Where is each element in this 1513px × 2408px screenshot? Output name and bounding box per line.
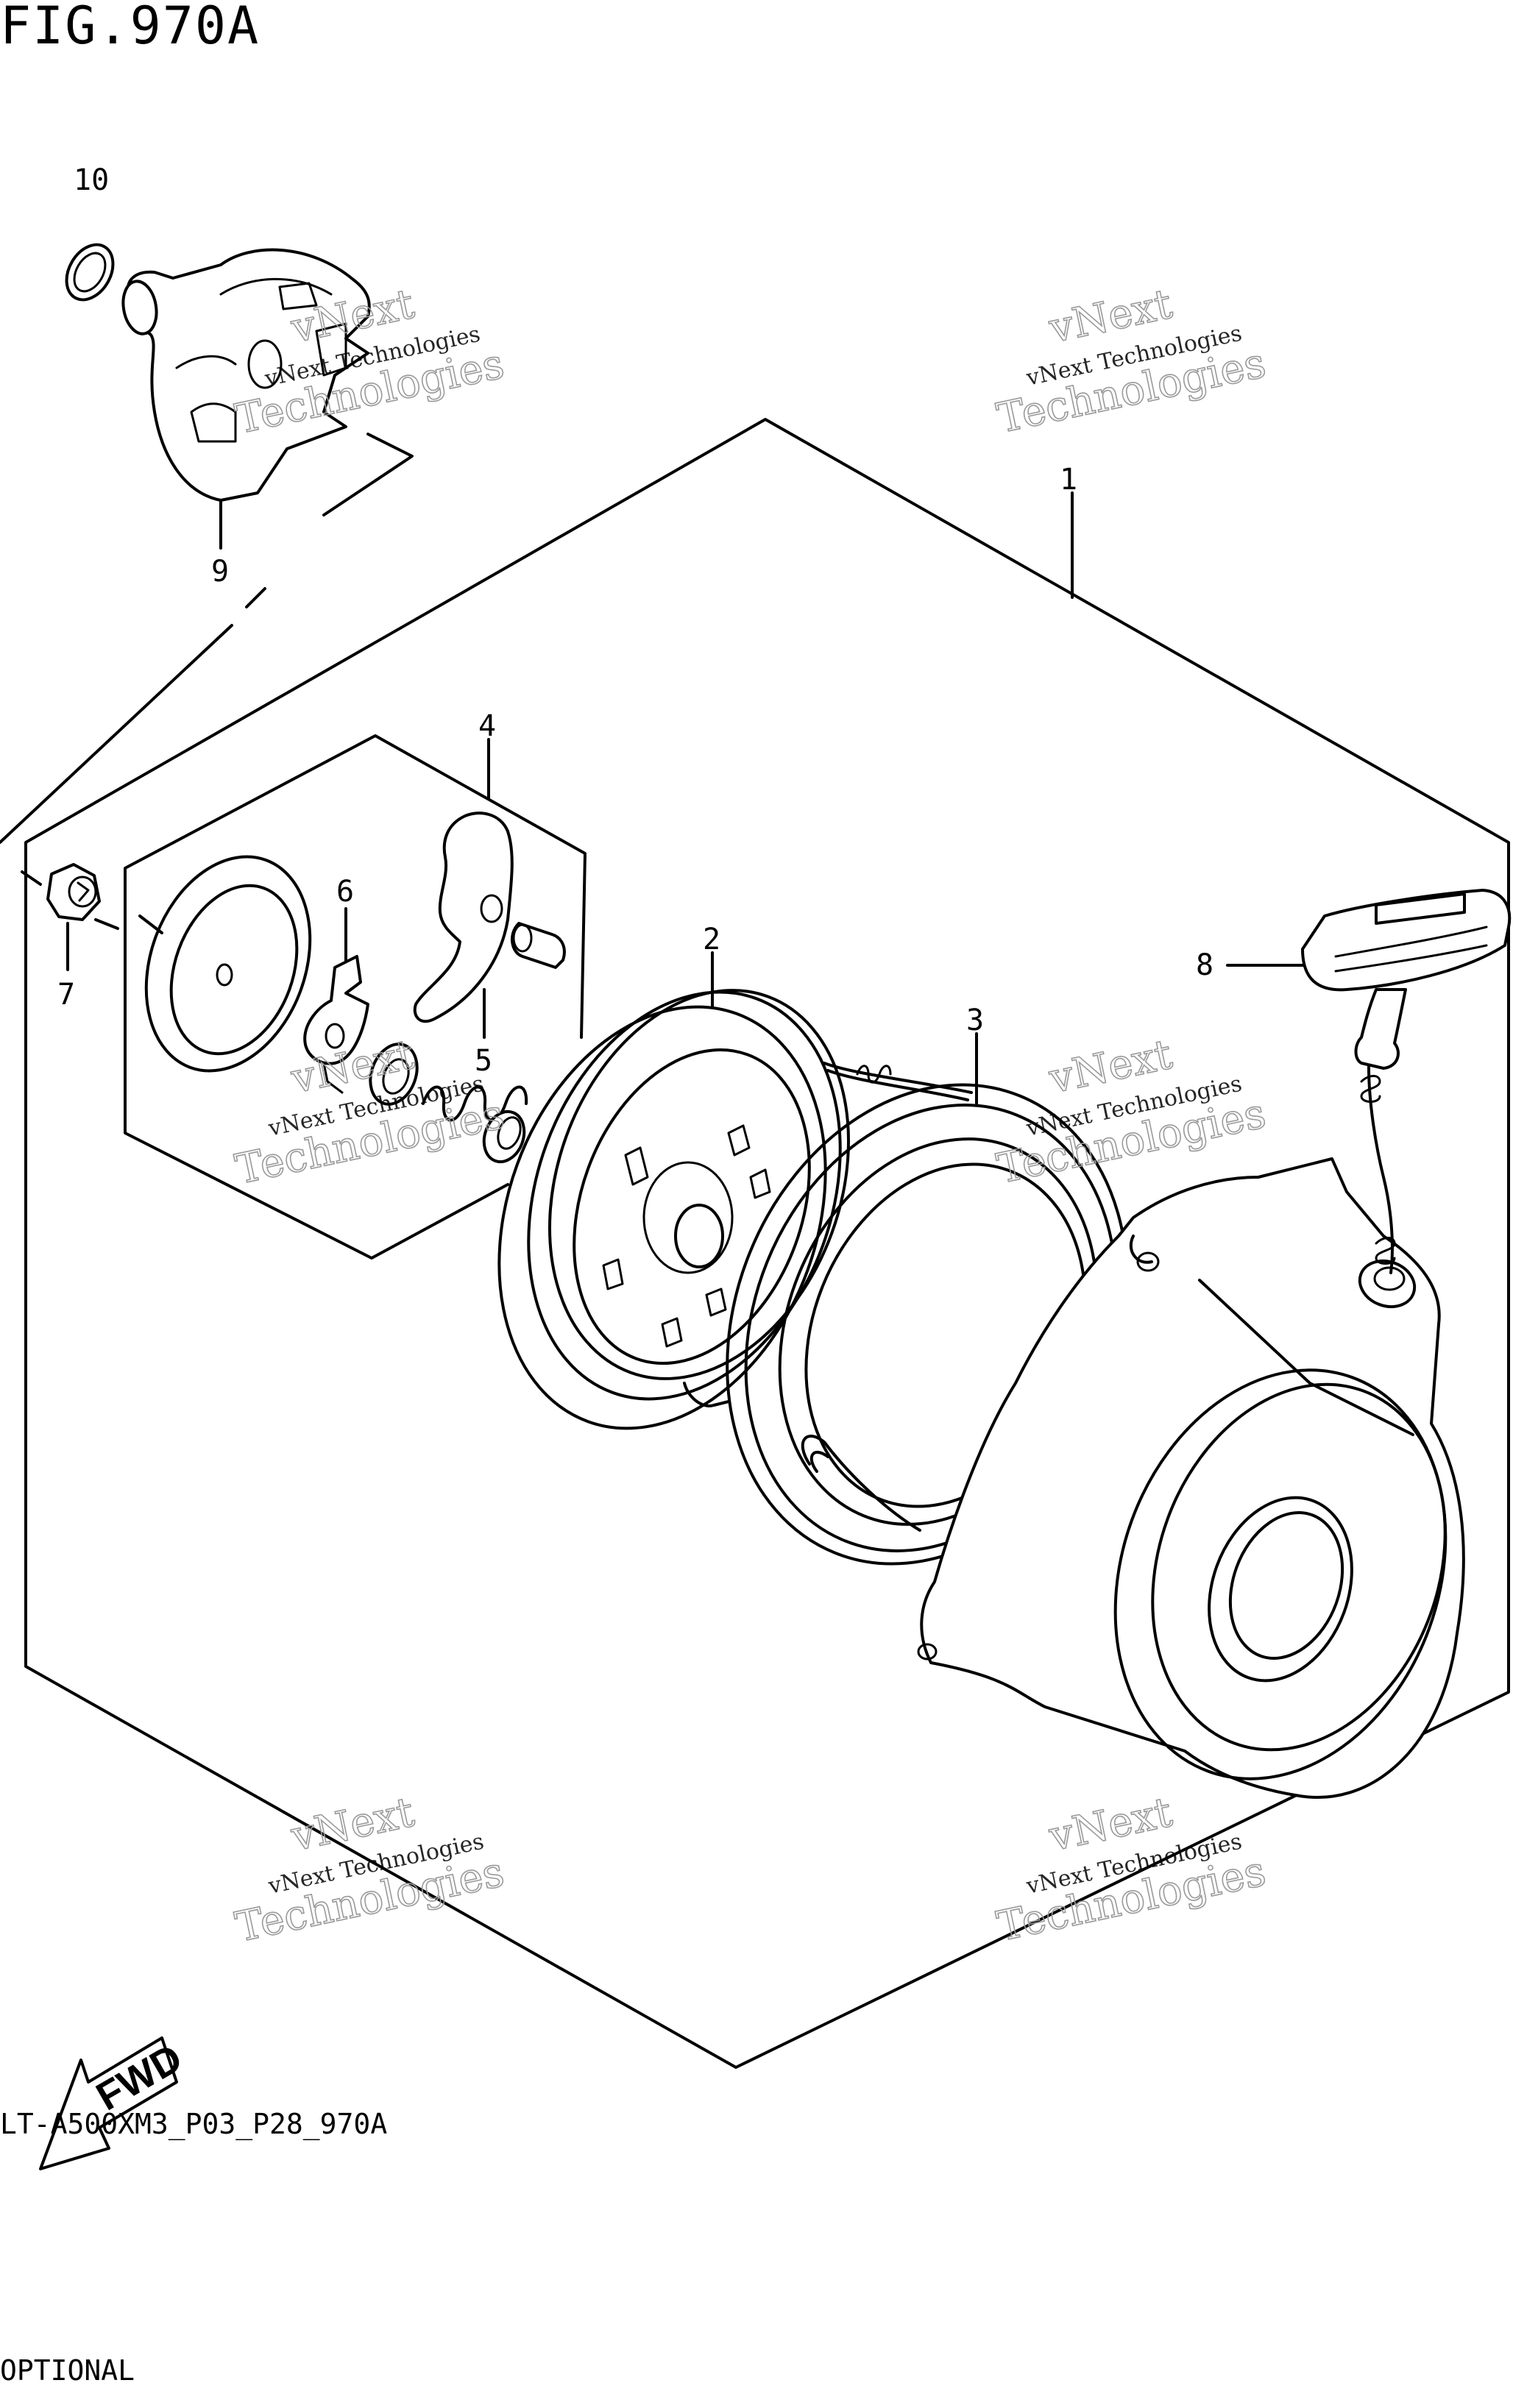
optional-note: OPTIONAL (0, 2354, 135, 2387)
callout-9: 9 (211, 555, 229, 589)
callout-4: 4 (478, 709, 496, 743)
watermark-mid-left: vNext vNext Technologies Technologies (231, 1030, 509, 1195)
part-6-guide (303, 955, 369, 1094)
part-8-starter-handle (1301, 889, 1512, 1274)
part-5-coil-spring (422, 1085, 528, 1164)
part-7-nut (46, 863, 101, 921)
figure-title: FIG.970A (0, 0, 261, 56)
callout-2: 2 (703, 923, 720, 956)
forward-arrow: FWD (39, 2036, 189, 2170)
fwd-label: FWD (89, 2036, 189, 2119)
spacer-collar (369, 1043, 419, 1106)
callout-8: 8 (1196, 948, 1213, 982)
callout-7: 7 (57, 978, 75, 1012)
drawing-code: LT-A500XM3_P03_P28_970A (0, 2108, 388, 2140)
callout-6: 6 (336, 875, 354, 909)
callout-1: 1 (1060, 463, 1077, 497)
watermark-top-right: vNext vNext Technologies Technologies (993, 280, 1271, 444)
part-9-pulley (121, 248, 371, 502)
subassembly-box (124, 734, 587, 1260)
callout-10: 10 (74, 163, 109, 197)
watermark-bottom-right: vNext vNext Technologies Technologies (993, 1788, 1271, 1952)
friction-plate (144, 855, 312, 1073)
assembly-outline (24, 418, 1510, 2069)
callout-5: 5 (475, 1044, 492, 1078)
starter-housing (917, 1157, 1465, 1800)
callout-labels: 1 2 3 4 5 6 7 8 9 10 (57, 163, 1213, 1078)
part-10-o-ring (65, 243, 115, 302)
part-4-ratchet-pawl (413, 811, 566, 1023)
leader-lines (0, 433, 1308, 1105)
part-2-reel (497, 989, 973, 1430)
callout-3: 3 (966, 1004, 984, 1037)
watermark-mid-right: vNext vNext Technologies Technologies (993, 1030, 1271, 1194)
